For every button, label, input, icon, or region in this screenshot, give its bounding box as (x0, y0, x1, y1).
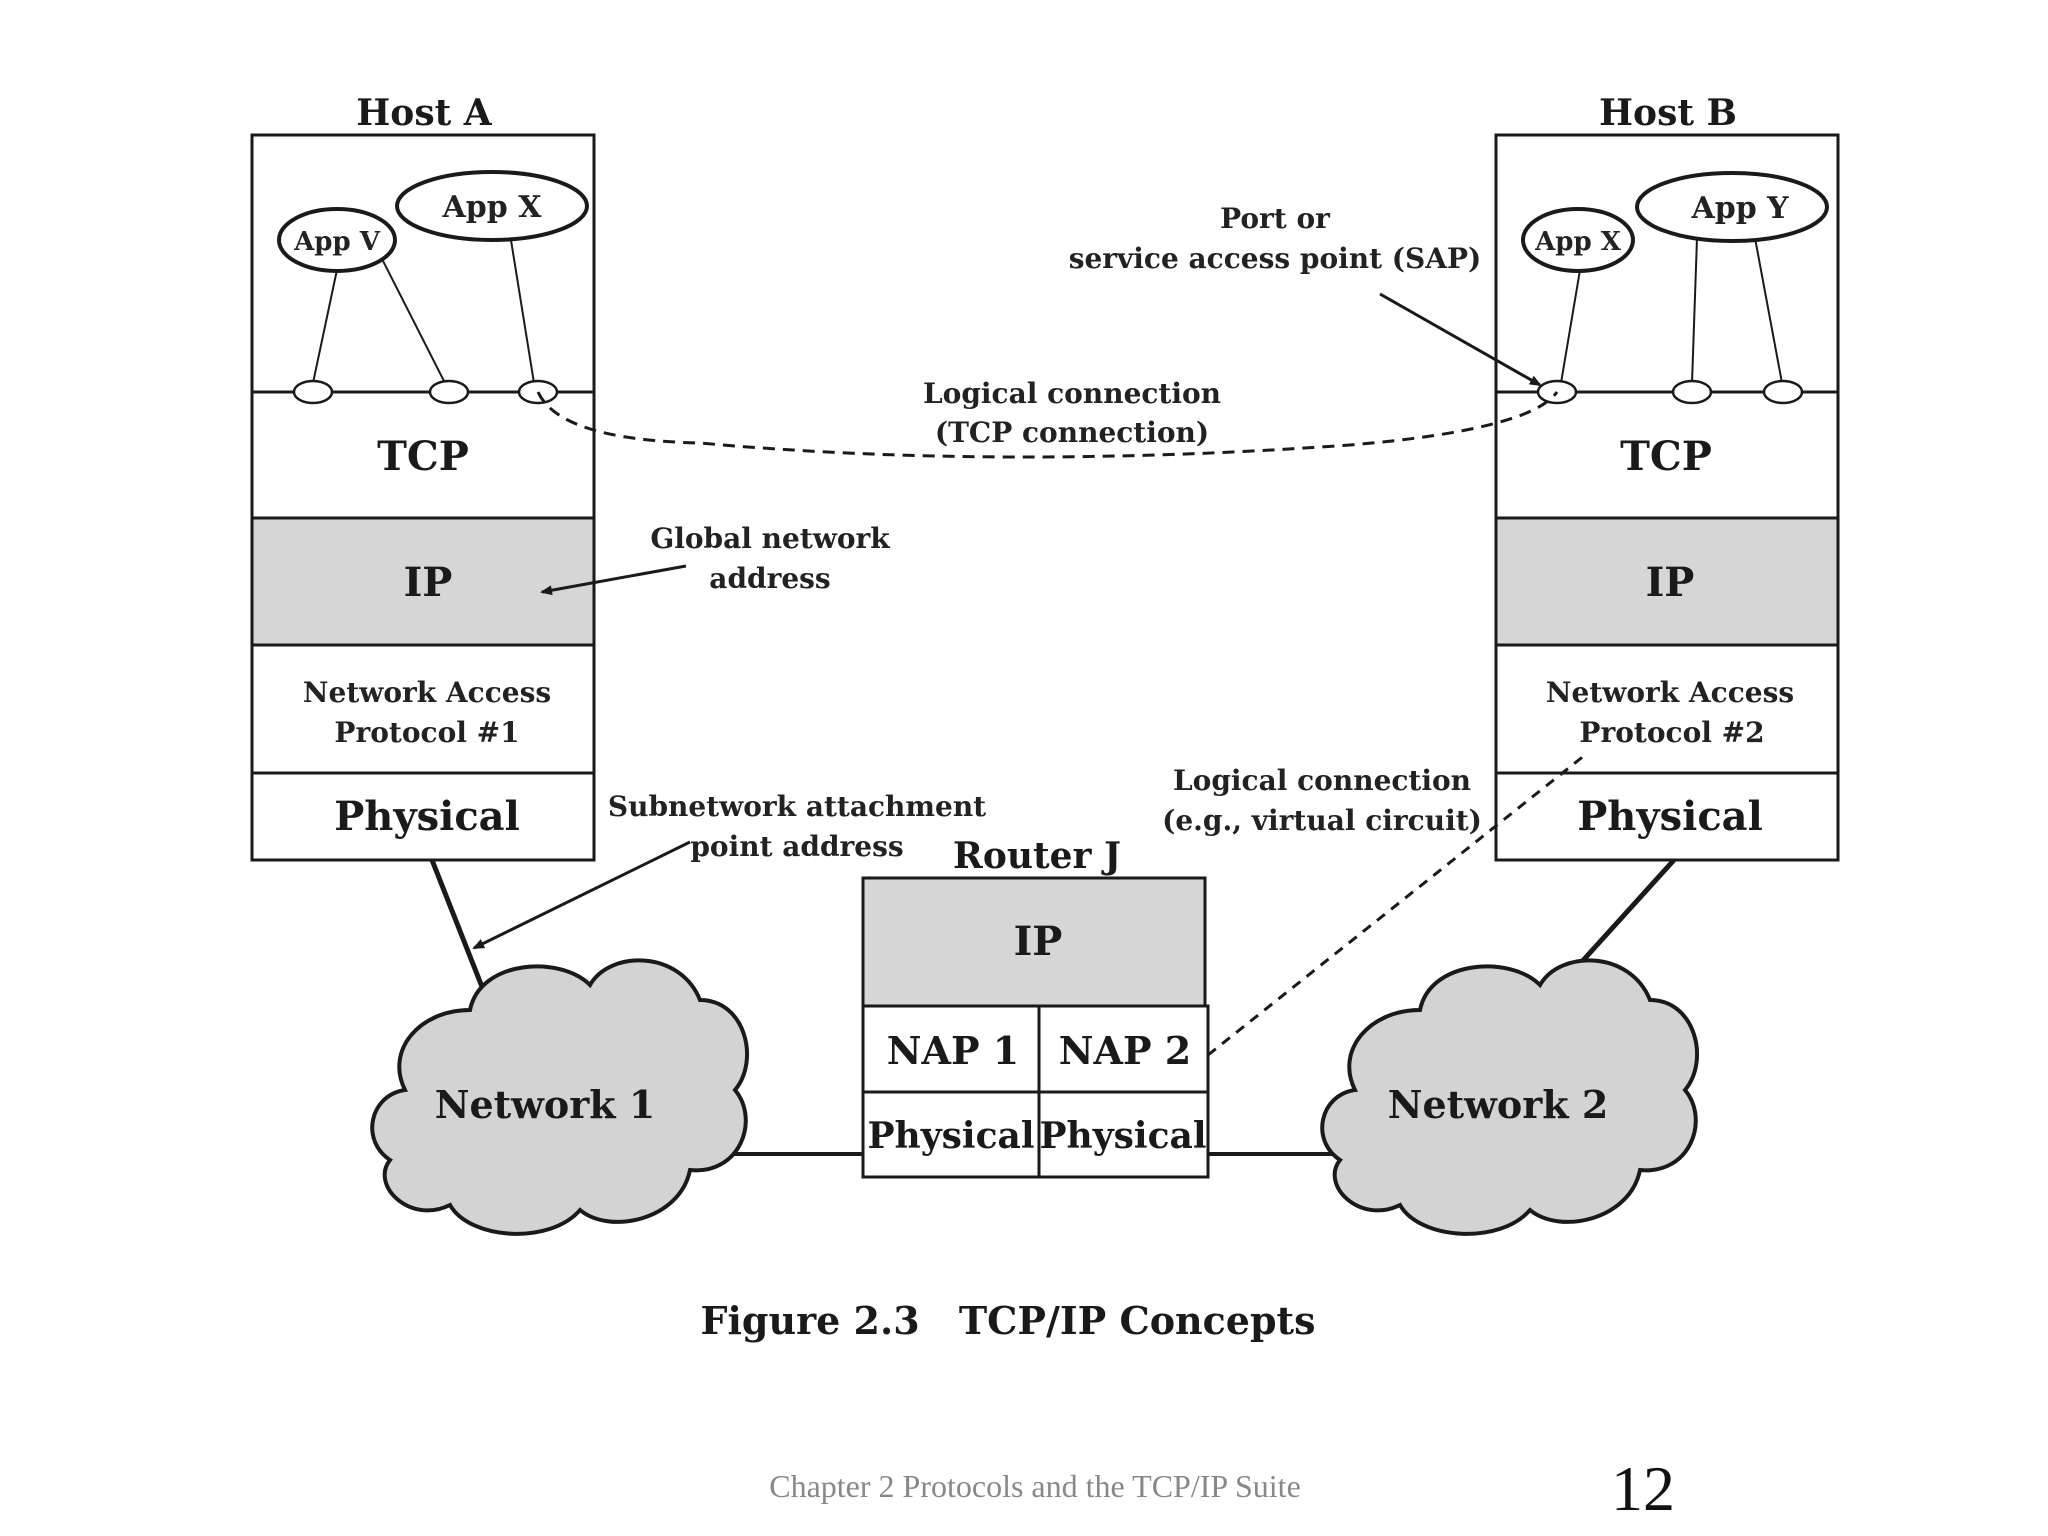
footer-chapter: Chapter 2 Protocols and the TCP/IP Suite (769, 1468, 1301, 1504)
network-2-cloud: Network 2 (1320, 958, 1700, 1236)
page-number: 12 (1611, 1453, 1675, 1524)
host-a-nap-line2: Protocol #1 (334, 716, 519, 749)
router-j: Router J IP NAP 1 NAP 2 Physical Physica… (861, 835, 1210, 1179)
subnet-address-annotation-arrow (472, 840, 691, 950)
tcp-connection-annotation-line2: (TCP connection) (935, 416, 1209, 449)
vc-annotation-line2: (e.g., virtual circuit) (1162, 804, 1482, 837)
host-b-nap-line2: Protocol #2 (1579, 716, 1764, 749)
host-a-nap-line1: Network Access (303, 676, 551, 709)
host-b-tcp-label: TCP (1620, 433, 1712, 480)
router-nap2-cell (1037, 1004, 1210, 1094)
router-ip-layer (861, 876, 1207, 1008)
tcp-connection-annotation-line1: Logical connection (923, 377, 1221, 410)
network-1-label: Network 1 (435, 1082, 656, 1127)
host-a-app-v-label: App V (293, 227, 381, 257)
figure-title: TCP/IP Concepts (959, 1298, 1316, 1343)
host-b-ip-label: IP (1646, 559, 1695, 606)
host-a-title: Host A (356, 92, 492, 134)
router-nap2-label: NAP 2 (1059, 1028, 1191, 1073)
host-a-app-x (395, 170, 589, 242)
router-physical1-label: Physical (867, 1115, 1034, 1157)
host-b-ip-layer (1497, 519, 1837, 646)
host-b-port-2 (1671, 379, 1713, 405)
router-ip-label: IP (1014, 918, 1063, 965)
vc-annotation-line1: Logical connection (1173, 764, 1471, 797)
host-b-app-x (1521, 207, 1635, 273)
host-b-to-network2-link (1566, 858, 1676, 979)
host-a-physical-label: Physical (334, 793, 520, 840)
global-address-annotation-line2: address (709, 562, 830, 595)
host-a-app-v (277, 207, 397, 273)
router-title: Router J (953, 835, 1121, 877)
figure-caption: Figure 2.3 TCP/IP Concepts (701, 1298, 1316, 1343)
host-a-ip-layer (253, 519, 593, 646)
router-nap1-label: NAP 1 (887, 1028, 1019, 1073)
host-b-app-y-label: App Y (1690, 191, 1789, 226)
router-physical2-cell (1037, 1090, 1210, 1179)
global-address-annotation-arrow (540, 564, 687, 596)
subnet-address-annotation-line2: point address (690, 830, 903, 863)
host-a-port-2 (428, 379, 470, 405)
global-address-annotation-line1: Global network (650, 522, 890, 555)
network-2-label: Network 2 (1388, 1082, 1609, 1127)
figure-number: Figure 2.3 (701, 1298, 920, 1343)
host-a-ip-label: IP (404, 559, 453, 606)
host-b-title: Host B (1599, 92, 1737, 134)
host-b-port-3 (1762, 379, 1804, 405)
router-physical2-label: Physical (1039, 1115, 1206, 1157)
port-annotation-arrow (1379, 292, 1542, 387)
subnet-address-annotation-line1: Subnetwork attachment (608, 790, 986, 823)
host-a-tcp-label: TCP (377, 433, 469, 480)
host-a: Host A App V App X TCP IP Network Access… (250, 92, 596, 862)
host-a-port-1 (292, 379, 334, 405)
port-annotation-line1: Port or (1220, 202, 1331, 235)
host-b-nap-line1: Network Access (1546, 676, 1794, 709)
network-1-cloud: Network 1 (370, 958, 750, 1236)
virtual-circuit-logical-connection-line (1207, 753, 1586, 1057)
host-b: Host B App X App Y TCP IP Network Access… (1494, 92, 1840, 862)
host-b-app-y (1635, 171, 1829, 243)
host-b-app-x-label: App X (1534, 227, 1622, 257)
tcp-logical-connection-line (536, 391, 1559, 459)
host-a-app-x-label: App X (442, 190, 543, 225)
port-annotation-line2: service access point (SAP) (1069, 242, 1482, 275)
host-a-to-network1-link (429, 859, 491, 1003)
host-b-physical-label: Physical (1577, 793, 1763, 840)
